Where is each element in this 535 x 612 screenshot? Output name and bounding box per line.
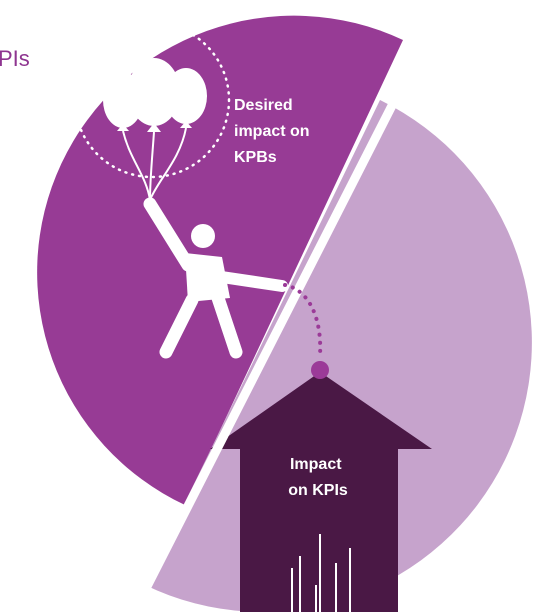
desired-impact-line-3: KPBs [234, 149, 277, 166]
desired-impact-label: Desired impact on KPBs [234, 97, 314, 166]
arrow-base-lines [291, 534, 351, 612]
balloons-icon [103, 58, 207, 132]
balloon-strings [122, 127, 187, 201]
cut-off-heading: PIs [0, 46, 30, 71]
dotted-connector [283, 283, 323, 357]
desired-impact-line-1: Desired [234, 97, 293, 114]
balloon-dotted-circle [73, 21, 231, 179]
connector-endpoint [311, 361, 329, 379]
impact-kpi-line-1: Impact [290, 456, 342, 473]
person-figure-icon [143, 197, 288, 359]
segment-divider [129, 79, 409, 612]
upward-arrow [210, 372, 432, 612]
impact-kpi-label: Impact on KPIs [288, 456, 348, 499]
impact-kpi-line-2: on KPIs [288, 482, 348, 499]
desired-impact-line-2: impact on [234, 123, 310, 140]
